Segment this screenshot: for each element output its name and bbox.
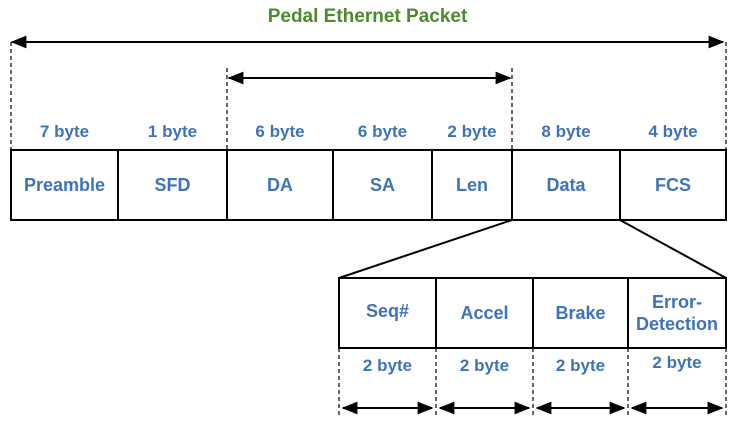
size-error-detection: 2 byte: [652, 353, 702, 372]
top-row-frame: [10, 149, 727, 221]
size-accel: 2 byte: [459, 356, 510, 375]
size-seq: 2 byte: [362, 356, 413, 375]
field-fcs: FCS: [655, 175, 691, 195]
field-accel: Accel: [460, 303, 509, 323]
size-len: 2 byte: [447, 122, 497, 141]
size-da: 6 byte: [255, 122, 305, 141]
field-seq: Seq#: [365, 301, 410, 321]
zoom-line-right: [619, 219, 727, 279]
size-sa: 6 byte: [357, 122, 408, 141]
field-preamble: Preamble: [23, 175, 106, 195]
field-sfd: SFD: [154, 175, 191, 195]
size-brake: 2 byte: [555, 356, 606, 375]
diagram-title: Pedal Ethernet Packet: [267, 6, 468, 27]
size-preamble: 7 byte: [39, 122, 90, 141]
field-data: Data: [546, 175, 586, 195]
size-sfd: 1 byte: [147, 122, 198, 141]
size-fcs: 4 byte: [648, 122, 698, 141]
zoom-line-left: [338, 219, 513, 279]
field-brake: Brake: [555, 303, 606, 323]
field-sa: SA: [369, 175, 395, 195]
field-da: DA: [267, 175, 293, 195]
size-data: 8 byte: [541, 122, 591, 141]
field-error-detection: Error- Detection: [635, 292, 718, 334]
field-len: Len: [455, 175, 488, 195]
